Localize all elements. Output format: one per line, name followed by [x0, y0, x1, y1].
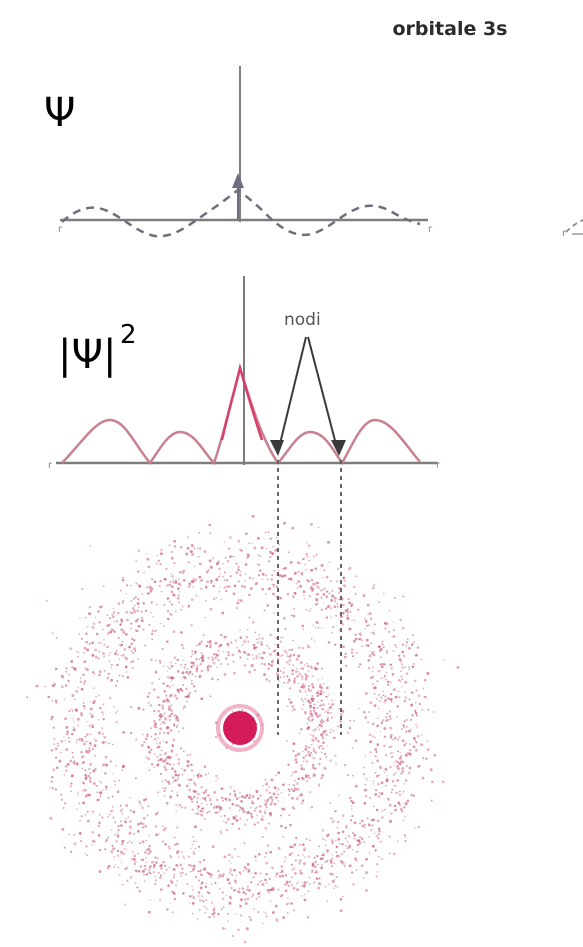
wave-left-axis-letter: r [58, 224, 63, 235]
cropped-neighbor-fragment: r [562, 219, 583, 239]
density-left-axis-letter: r [48, 460, 53, 471]
psi-label: Ψ [44, 90, 75, 136]
orbital-density-cloud [26, 514, 460, 944]
diagram-title: orbitale 3s [393, 18, 508, 40]
density-curve [61, 363, 421, 466]
psi-squared-exponent: 2 [120, 320, 137, 350]
wavefunction-curve [61, 188, 421, 238]
density-plot: r r nodi [48, 276, 441, 735]
svg-text:r: r [562, 228, 567, 239]
wave-right-axis-letter: r [428, 224, 433, 235]
psi-squared-base: |Ψ| [58, 332, 116, 378]
psi-squared-label: |Ψ| 2 [58, 320, 137, 378]
orbital-core-halo [216, 704, 264, 752]
nodes-label: nodi [284, 310, 321, 330]
wavefunction-plot: r r [58, 66, 433, 238]
wave-peak-arrowhead [232, 173, 244, 188]
orbital-core [223, 711, 257, 745]
node-arrows [270, 336, 346, 456]
density-central-peak [220, 363, 264, 441]
density-right-axis-letter: r [436, 460, 441, 471]
node-dashed-lines [277, 460, 342, 735]
